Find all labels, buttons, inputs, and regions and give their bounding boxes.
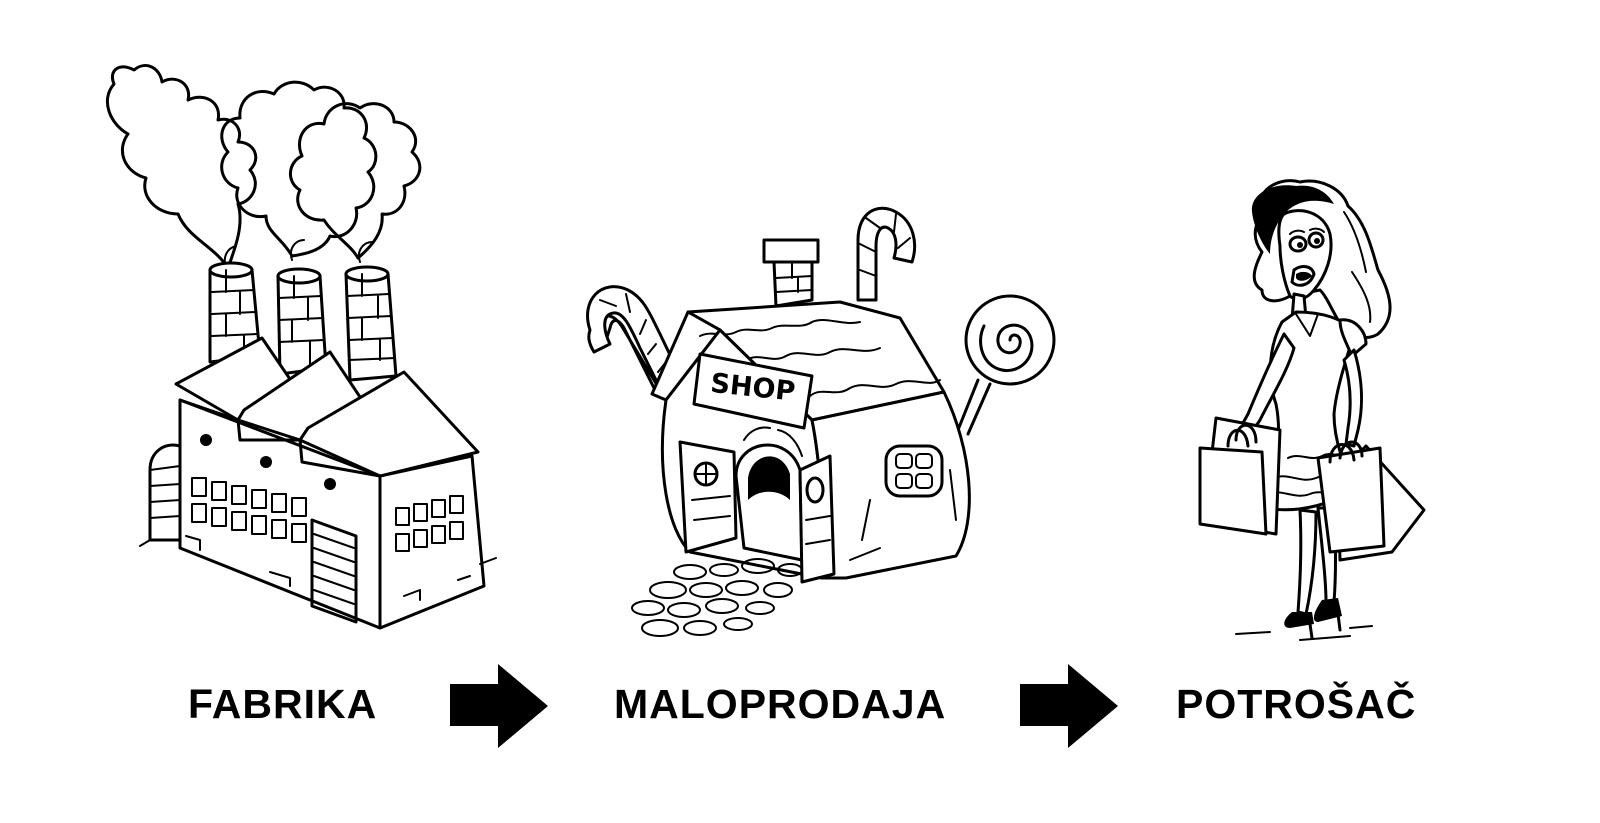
shopping-bag [1198, 416, 1282, 536]
factory-pipe [148, 443, 182, 542]
label-factory: FABRIKA [188, 681, 378, 727]
shop-chimney [762, 238, 820, 308]
shopping-bag [1316, 440, 1426, 562]
candy-shop-illustration: SHOP [586, 206, 1056, 637]
shop-door [678, 440, 738, 554]
right-arrow-icon [450, 664, 548, 748]
factory-illustration [105, 64, 497, 630]
shop-sign: SHOP [692, 352, 814, 430]
candy-cane [856, 206, 917, 302]
label-consumer: POTROŠAČ [1176, 681, 1417, 727]
shopper-woman-illustration [1198, 179, 1426, 641]
chimney [344, 265, 398, 382]
shop-window [884, 444, 944, 498]
cobblestone-path [631, 558, 803, 637]
label-retail: MALOPRODAJA [614, 681, 947, 727]
right-arrow-icon [1020, 664, 1118, 748]
factory-building [174, 336, 486, 630]
lollipop [956, 294, 1056, 436]
smoke-cloud [105, 64, 422, 270]
chimney [276, 267, 328, 376]
chimney [208, 261, 262, 364]
